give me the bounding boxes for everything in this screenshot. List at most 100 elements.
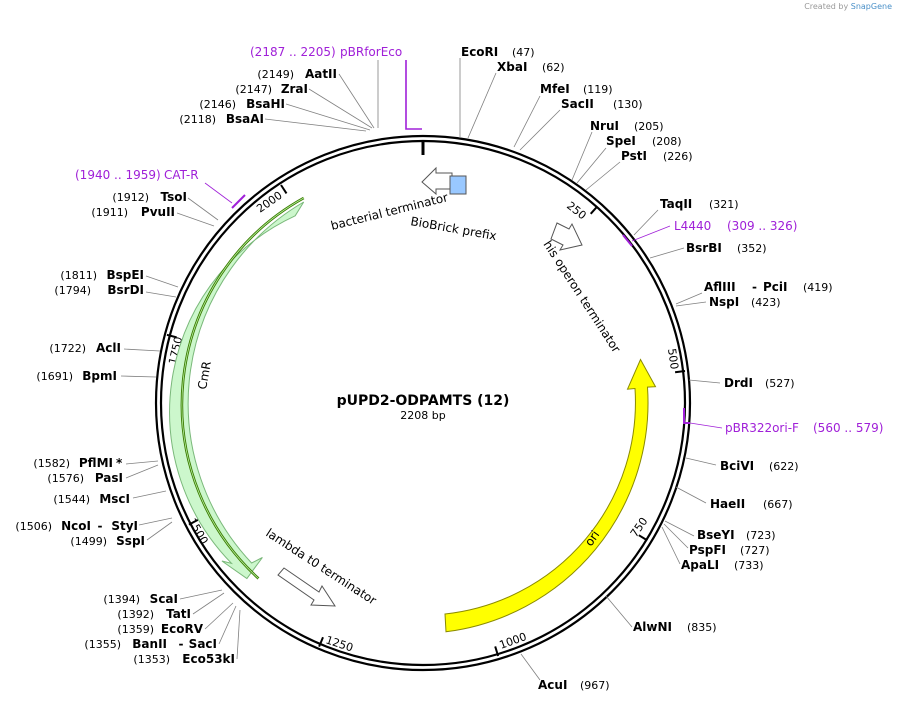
site-haeii[interactable]: HaeII (667) <box>710 497 793 511</box>
site-bcivi[interactable]: BciVI (622) <box>720 459 799 473</box>
site-pasi[interactable]: (1576) PasI <box>47 471 123 485</box>
lambda-terminator-feature[interactable]: lambda t0 terminator <box>263 526 379 608</box>
primer-pbrforeco[interactable]: (2187 .. 2205) pBRforEco <box>250 45 422 130</box>
site-bsahi[interactable]: (2146) BsaHI <box>199 97 285 111</box>
his-operon-terminator-arrow[interactable] <box>550 222 583 251</box>
site-bspei[interactable]: (1811) BspEI <box>60 268 144 282</box>
biobrick-prefix-box[interactable] <box>449 175 467 195</box>
site-tati[interactable]: (1392) TatI <box>117 607 191 621</box>
site-bseyi-name: BseYI <box>697 528 735 542</box>
site-banii-name: BanII <box>132 637 167 651</box>
site-bpmi[interactable]: (1691) BpmI <box>36 369 117 383</box>
site-tsoi[interactable]: (1912) TsoI <box>112 190 187 204</box>
site-aatii-pos: (2149) <box>257 68 294 81</box>
site-ecori[interactable]: EcoRI (47) <box>461 45 535 59</box>
site-zrai-pos: (2147) <box>235 83 272 96</box>
primer-pbr322ori-f[interactable]: pBR322ori-F (560 .. 579) <box>683 408 883 435</box>
his-operon-terminator-feature[interactable]: his operon terminator <box>540 222 623 355</box>
site-bsrdi-pos: (1794) <box>54 284 91 297</box>
site-afliii-pos: (419) <box>803 281 833 294</box>
site-nrui[interactable]: NruI (205) <box>590 119 664 133</box>
site-alwni[interactable]: AlwNI (835) <box>633 620 717 634</box>
lambda-terminator-arrow[interactable] <box>277 567 336 607</box>
site-nspi[interactable]: NspI (423) <box>709 295 781 309</box>
bacterial-terminator-arrow[interactable] <box>421 166 453 196</box>
site-taqii[interactable]: TaqII (321) <box>660 197 739 211</box>
site-pspfi[interactable]: PspFI (727) <box>689 543 770 557</box>
ori-arrow[interactable] <box>444 358 657 633</box>
biobrick-prefix-label: BioBrick prefix <box>409 214 497 243</box>
site-scai[interactable]: (1394) ScaI <box>103 592 178 606</box>
site-sspi[interactable]: (1499) SspI <box>70 534 145 548</box>
primer-pbrforeco-name: pBRforEco <box>340 45 402 59</box>
site-ncoi-styi[interactable]: (1506) NcoI - StyI <box>15 519 138 533</box>
site-xbai-name: XbaI <box>497 60 527 74</box>
tick-500: 500 <box>665 348 681 371</box>
site-bsaai[interactable]: (2118) BsaAI <box>179 112 264 126</box>
scale-ticks <box>166 184 686 657</box>
site-pvuii-pos: (1911) <box>91 206 128 219</box>
site-nrui-pos: (205) <box>634 120 664 133</box>
primer-pbrforeco-mark <box>405 60 422 130</box>
site-pspfi-name: PspFI <box>689 543 726 557</box>
primer-l4440[interactable]: L4440 (309 .. 326) <box>622 219 797 247</box>
site-ecorv[interactable]: (1359) EcoRV <box>117 622 203 636</box>
site-bcivi-name: BciVI <box>720 459 754 473</box>
site-bseyi[interactable]: BseYI (723) <box>697 528 776 542</box>
site-ncoi-pos: (1506) <box>15 520 52 533</box>
site-haeii-pos: (667) <box>763 498 793 511</box>
site-bsrbi[interactable]: BsrBI (352) <box>686 241 767 255</box>
site-mfei[interactable]: MfeI (119) <box>540 82 613 96</box>
site-afliii-pcii[interactable]: AflIII - PciI (419) <box>704 280 833 294</box>
tick-1250-mark <box>318 636 324 647</box>
site-eco53ki[interactable]: (1353) Eco53kI <box>133 652 235 666</box>
site-bseyi-pos: (723) <box>746 529 776 542</box>
site-msci[interactable]: (1544) MscI <box>53 492 130 506</box>
site-xbai[interactable]: XbaI (62) <box>497 60 565 74</box>
snapgene-brand: SnapGene <box>850 2 892 11</box>
primer-cat-r-leader <box>204 182 233 204</box>
site-apali-name: ApaLI <box>681 558 719 572</box>
site-banii-saci[interactable]: (1355) BanII - SacI <box>84 637 217 651</box>
site-acui[interactable]: AcuI (967) <box>538 678 610 692</box>
tick-500-mark <box>674 370 686 374</box>
site-mfei-name: MfeI <box>540 82 570 96</box>
site-ecorv-name: EcoRV <box>161 622 204 636</box>
bacterial-terminator-feature[interactable]: bacterial terminator BioBrick prefix <box>329 166 498 243</box>
site-aatii[interactable]: (2149) AatII <box>257 67 337 81</box>
site-pcii-name: PciI <box>763 280 788 294</box>
primer-cat-r-name: CAT-R <box>164 168 199 182</box>
site-spei-pos: (208) <box>652 135 682 148</box>
cmr-feature[interactable]: CmR <box>169 196 305 580</box>
site-aatii-name: AatII <box>305 67 337 81</box>
site-drdi[interactable]: DrdI (527) <box>724 376 795 390</box>
site-acli[interactable]: (1722) AclI <box>49 341 121 355</box>
site-apali[interactable]: ApaLI (733) <box>681 558 764 572</box>
site-nrui-name: NruI <box>590 119 619 133</box>
site-bspei-name: BspEI <box>106 268 144 282</box>
primer-cat-r[interactable]: (1940 .. 1959) CAT-R <box>75 168 246 209</box>
site-zrai[interactable]: (2147) ZraI <box>235 82 308 96</box>
site-tati-name: TatI <box>166 607 191 621</box>
site-sacii[interactable]: SacII (130) <box>561 97 643 111</box>
site-pasi-pos: (1576) <box>47 472 84 485</box>
site-psti[interactable]: PstI (226) <box>621 149 693 163</box>
site-tati-pos: (1392) <box>117 608 154 621</box>
site-bsaai-pos: (2118) <box>179 113 216 126</box>
cmr-arrow[interactable] <box>169 201 305 580</box>
site-nspi-pos: (423) <box>751 296 781 309</box>
site-scai-pos: (1394) <box>103 593 140 606</box>
site-ncoi-dash: - <box>98 519 103 533</box>
site-scai-name: ScaI <box>150 592 178 606</box>
site-xbai-pos: (62) <box>542 61 565 74</box>
site-spei-name: SpeI <box>606 134 636 148</box>
ori-feature[interactable]: ori <box>444 358 657 633</box>
site-pflmi[interactable]: (1582) PflMI * <box>33 456 123 470</box>
tick-750: 750 <box>628 515 651 540</box>
site-mfei-pos: (119) <box>583 83 613 96</box>
primer-l4440-range: (309 .. 326) <box>727 219 797 233</box>
site-bsrdi[interactable]: (1794) BsrDI <box>54 283 144 297</box>
site-spei[interactable]: SpeI (208) <box>606 134 682 148</box>
tick-1750-mark <box>166 333 177 339</box>
site-pvuii[interactable]: (1911) PvuII <box>91 205 175 219</box>
